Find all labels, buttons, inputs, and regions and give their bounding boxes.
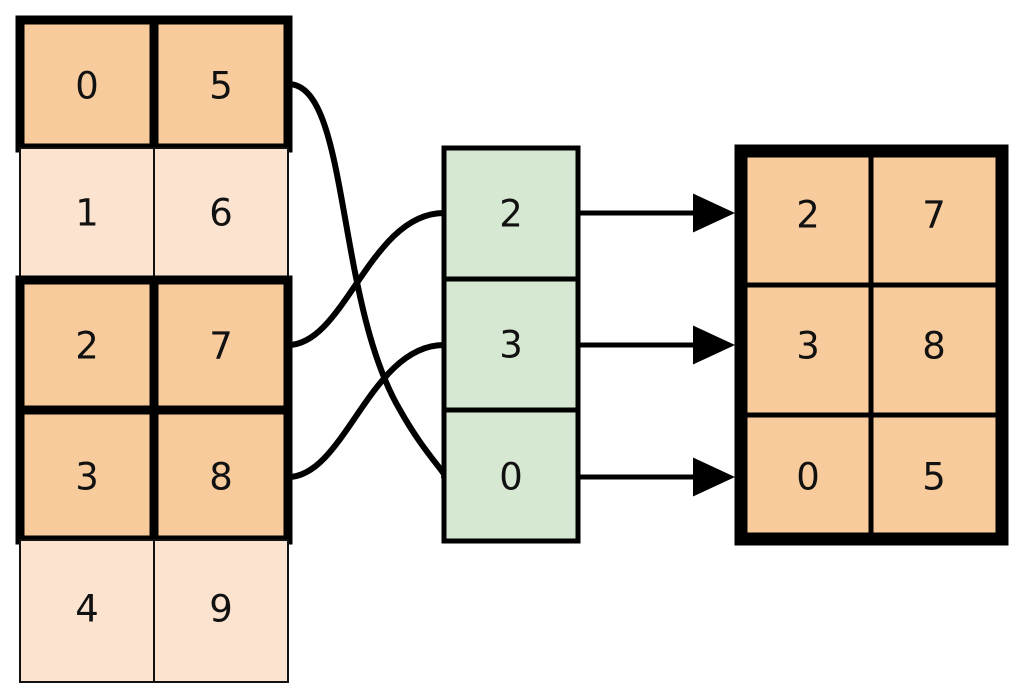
connector-row-3-to-slot-1 [285, 342, 447, 480]
source-row-4[interactable]: 4 9 [19, 539, 289, 683]
index-slot-2[interactable] [441, 407, 581, 544]
result-cell-0-0[interactable] [742, 152, 874, 288]
source-cell-1-0[interactable] [19, 147, 155, 279]
connector-row-0-to-slot-2 [285, 81, 448, 480]
result-row-1[interactable]: 3 8 [742, 282, 1001, 418]
source-cell-4-0[interactable] [19, 539, 155, 683]
result-cell-2-1[interactable] [868, 412, 1001, 538]
result-row-0[interactable]: 2 7 [742, 152, 1001, 288]
source-cell-2-0[interactable] [15, 275, 159, 415]
result-cell-1-0[interactable] [742, 282, 874, 418]
connector-row-2-to-slot-0 [285, 210, 447, 348]
result-table: 2 7 3 8 0 5 [734, 144, 1009, 546]
source-row-2[interactable]: 2 7 [15, 275, 293, 415]
result-cell-1-1[interactable] [868, 282, 1001, 418]
result-row-2[interactable]: 0 5 [742, 412, 1001, 538]
result-cell-0-1[interactable] [868, 152, 1001, 288]
index-slot-0[interactable] [441, 145, 581, 282]
source-cell-4-1[interactable] [153, 539, 289, 683]
result-table-frame [734, 144, 1009, 546]
source-cell-3-0[interactable] [15, 405, 159, 545]
result-cell-2-0[interactable] [742, 412, 874, 538]
source-cell-1-1[interactable] [153, 147, 289, 279]
